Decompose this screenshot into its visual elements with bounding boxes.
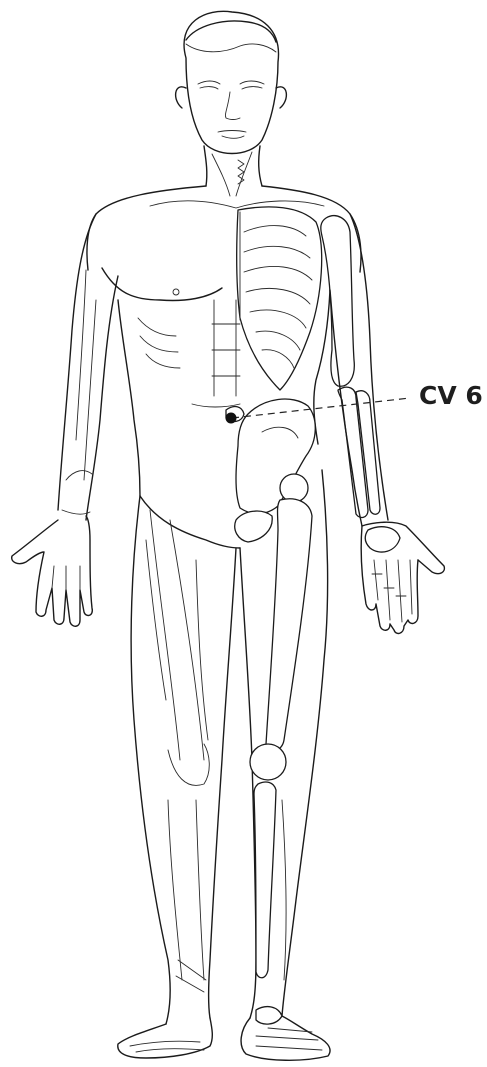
right-foot <box>241 1007 330 1061</box>
right-arm <box>321 214 388 526</box>
cv6-marker <box>226 413 237 424</box>
right-hand <box>361 522 444 633</box>
cv6-label: CV 6 <box>419 381 483 410</box>
right-leg <box>240 470 328 1018</box>
left-leg <box>131 496 236 1024</box>
head <box>176 11 287 153</box>
left-foot <box>118 1018 213 1058</box>
left-hand <box>12 516 93 626</box>
left-arm <box>58 214 118 520</box>
rib-cage <box>226 207 322 422</box>
